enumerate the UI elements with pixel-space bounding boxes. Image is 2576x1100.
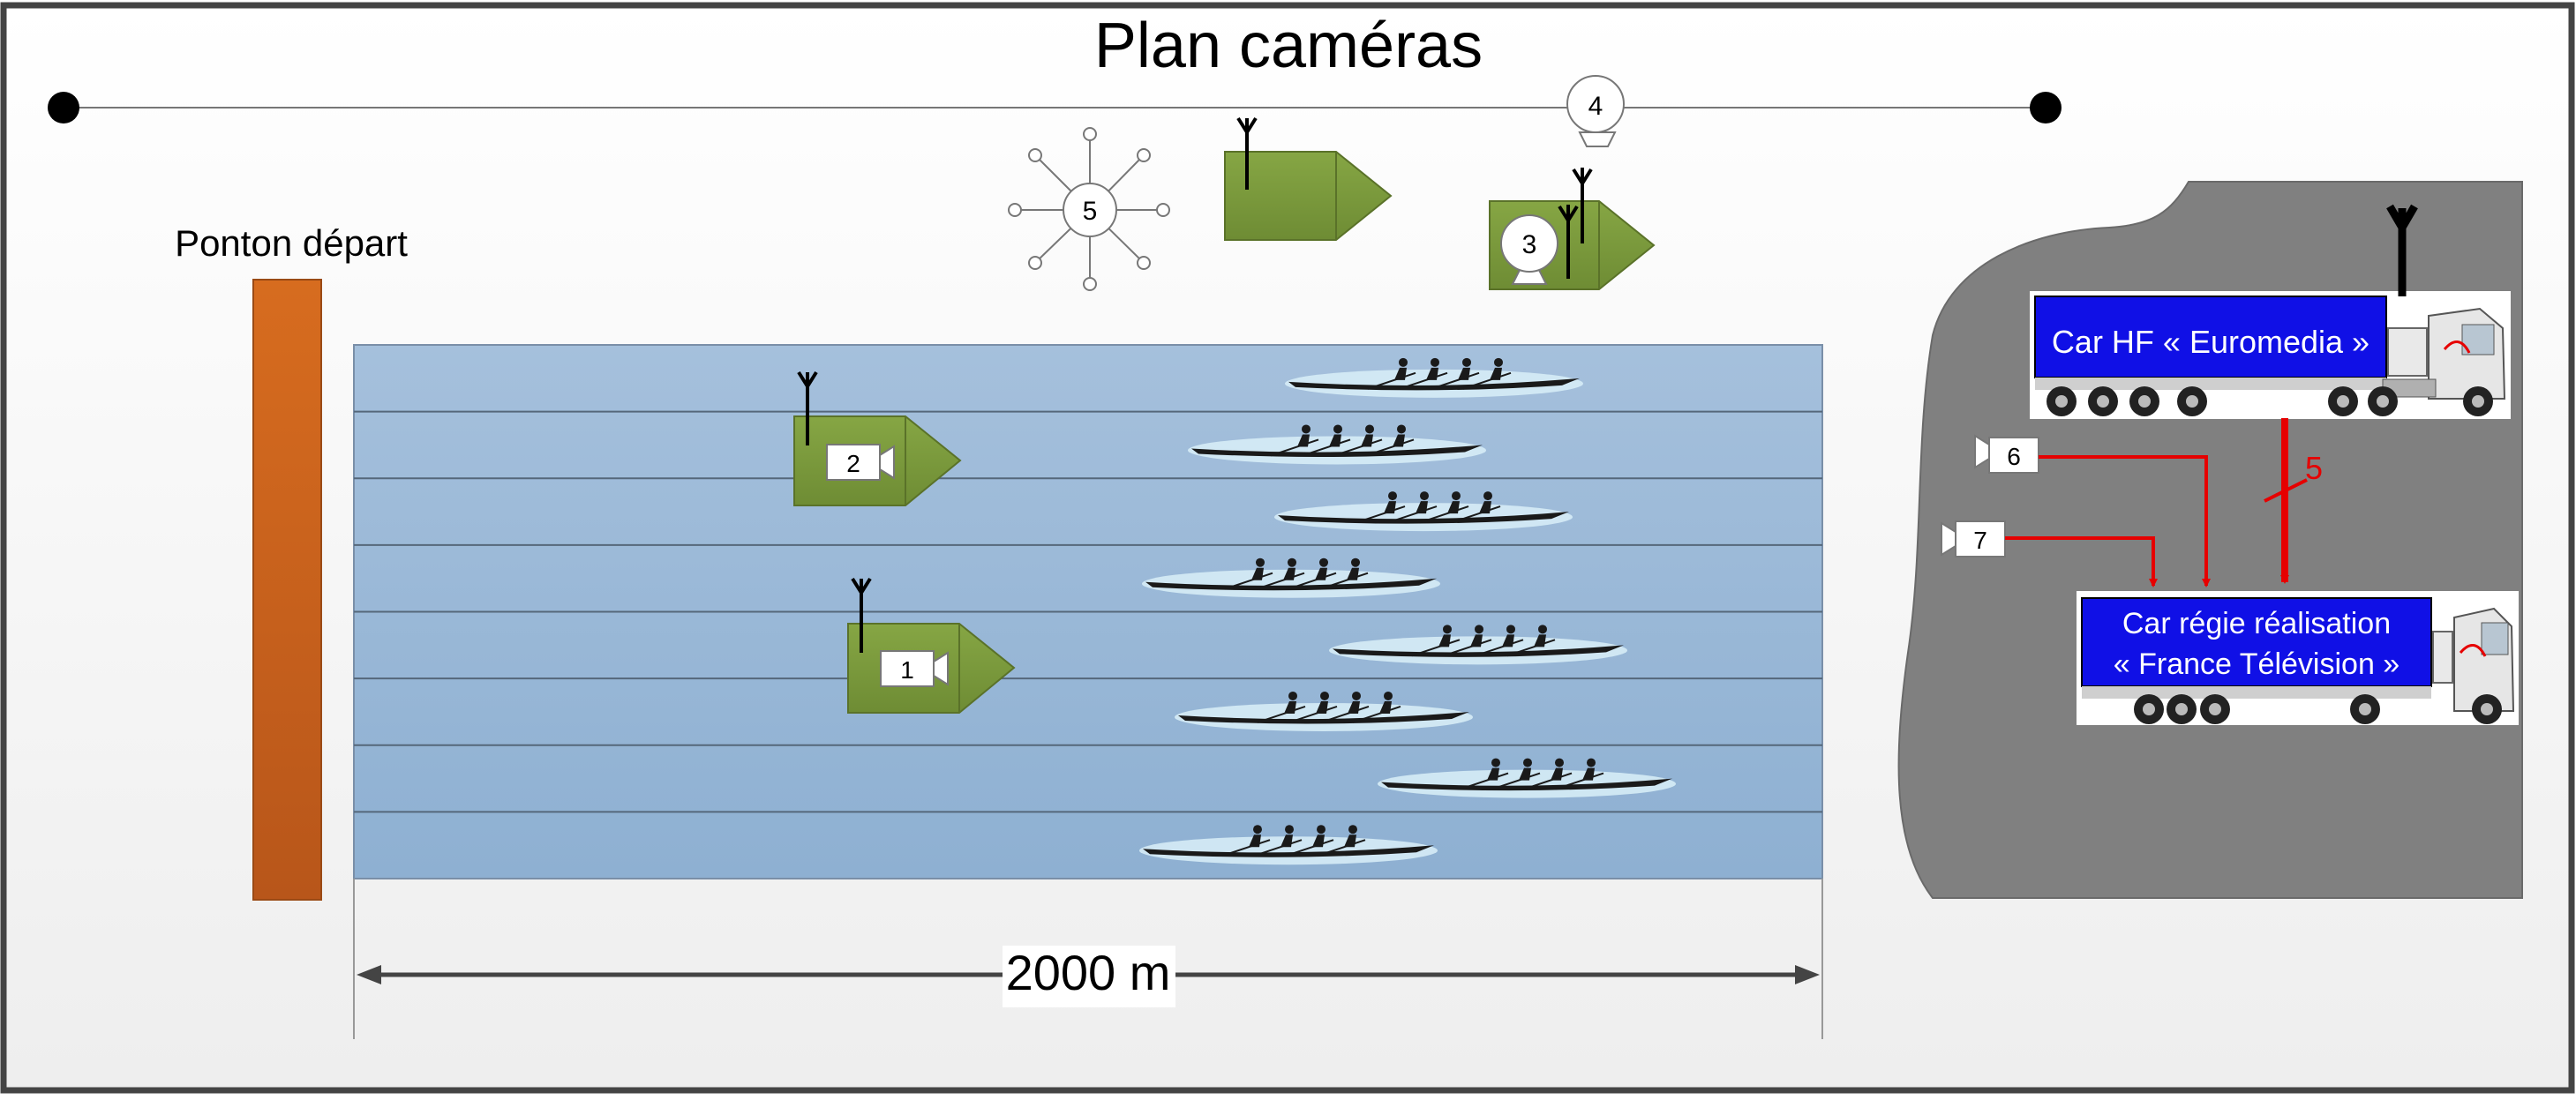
rowing-boat bbox=[1142, 557, 1440, 598]
link-cam7-to-regie bbox=[2005, 536, 2158, 587]
antenna-icon bbox=[1236, 116, 1258, 190]
relay-boat bbox=[1224, 116, 1393, 241]
distance-measure: 2000 m bbox=[353, 879, 1823, 1039]
camera-3-label: 3 bbox=[1522, 230, 1537, 259]
rowing-boat bbox=[1139, 825, 1438, 865]
rowing-boat bbox=[1188, 424, 1486, 465]
camera-2-boat[interactable]: 2 bbox=[793, 370, 962, 506]
camera-4[interactable]: 4 bbox=[1566, 75, 1625, 147]
distance-label: 2000 m bbox=[1006, 945, 1171, 1000]
pontoon-label: Ponton départ bbox=[175, 222, 408, 264]
camera-2-label: 2 bbox=[846, 450, 860, 477]
start-pontoon bbox=[252, 279, 322, 901]
camera-6[interactable]: 6 bbox=[1974, 434, 2039, 474]
signal-links bbox=[2005, 418, 2308, 587]
diagram-title: Plan caméras bbox=[1094, 11, 1483, 81]
camera-1[interactable]: 1 bbox=[880, 650, 949, 687]
cable-cam-line bbox=[48, 92, 2062, 123]
link-label: 5 bbox=[2305, 450, 2323, 486]
link-multiplex-slash bbox=[2264, 478, 2308, 503]
camera-3[interactable]: 3 bbox=[1500, 214, 1558, 285]
camera-6-label: 6 bbox=[2007, 443, 2021, 470]
truck-regie-france-television[interactable]: Car régie réalisation « France Télévisio… bbox=[2077, 591, 2519, 725]
cable-anchor-right bbox=[2030, 92, 2062, 123]
rowing-boat bbox=[1378, 758, 1676, 798]
link-cam6-to-regie bbox=[2039, 455, 2211, 587]
truck-regie-label-line2: « France Télévision » bbox=[2114, 647, 2400, 681]
antenna-icon bbox=[2386, 204, 2418, 296]
camera-5-label: 5 bbox=[1083, 197, 1098, 226]
lane-lines bbox=[354, 410, 1822, 813]
rowing-boats bbox=[1139, 357, 1676, 865]
camera-1-boat[interactable]: 1 bbox=[847, 577, 1016, 714]
rowing-boat bbox=[1175, 691, 1473, 731]
camera-4-label: 4 bbox=[1588, 92, 1603, 121]
cable-anchor-left bbox=[48, 92, 79, 123]
camera-7-label: 7 bbox=[1973, 527, 1987, 554]
rowing-boat bbox=[1274, 491, 1573, 532]
video-camera-icon bbox=[933, 651, 949, 686]
antenna-icon bbox=[851, 577, 872, 653]
camera-5[interactable]: 5 bbox=[1008, 127, 1170, 291]
rowing-boat bbox=[1329, 625, 1627, 665]
antenna-icon bbox=[797, 370, 818, 445]
rowing-boat bbox=[1285, 357, 1583, 398]
truck-hf-label: Car HF « Euromedia » bbox=[2052, 324, 2369, 360]
camera-2[interactable]: 2 bbox=[826, 444, 895, 481]
truck-regie-label-line1: Car régie réalisation bbox=[2122, 607, 2391, 640]
camera-1-label: 1 bbox=[900, 656, 914, 684]
antenna-icon bbox=[1558, 168, 1593, 279]
truck-hf-euromedia[interactable]: Car HF « Euromedia » bbox=[2030, 204, 2511, 419]
camera-3-boat[interactable]: 3 bbox=[1489, 168, 1656, 290]
camera-7[interactable]: 7 bbox=[1941, 520, 2006, 557]
video-camera-icon bbox=[879, 445, 895, 480]
